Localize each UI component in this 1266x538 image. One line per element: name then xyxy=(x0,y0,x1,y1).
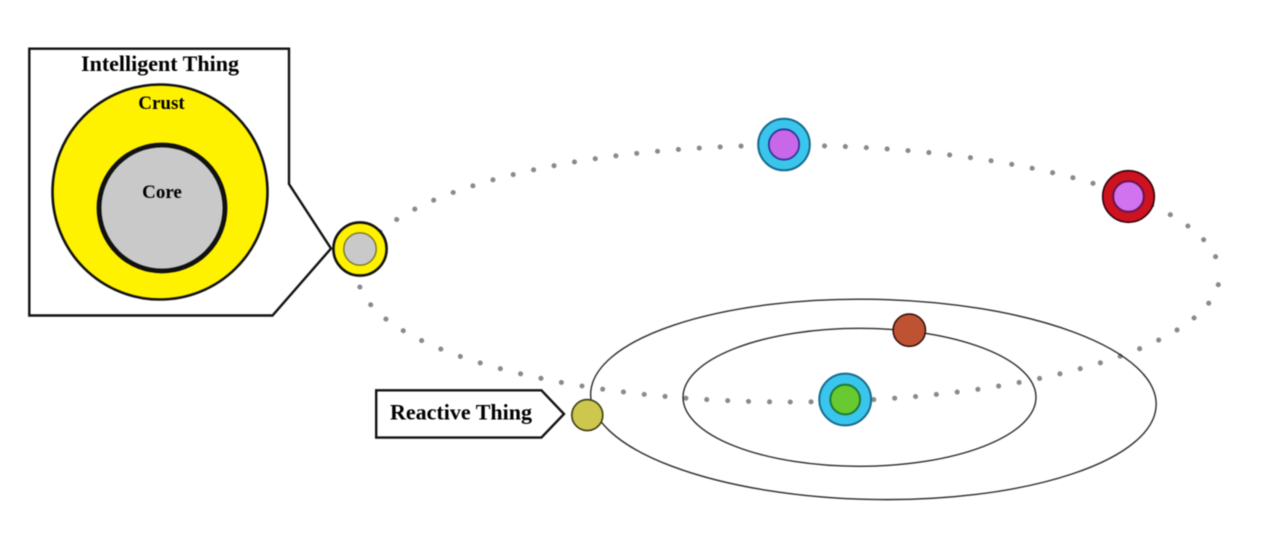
svg-text:Core: Core xyxy=(142,182,182,203)
svg-text:Reactive Thing: Reactive Thing xyxy=(390,400,532,425)
svg-text:Crust: Crust xyxy=(138,93,185,114)
svg-text:Intelligent Thing: Intelligent Thing xyxy=(81,51,239,76)
